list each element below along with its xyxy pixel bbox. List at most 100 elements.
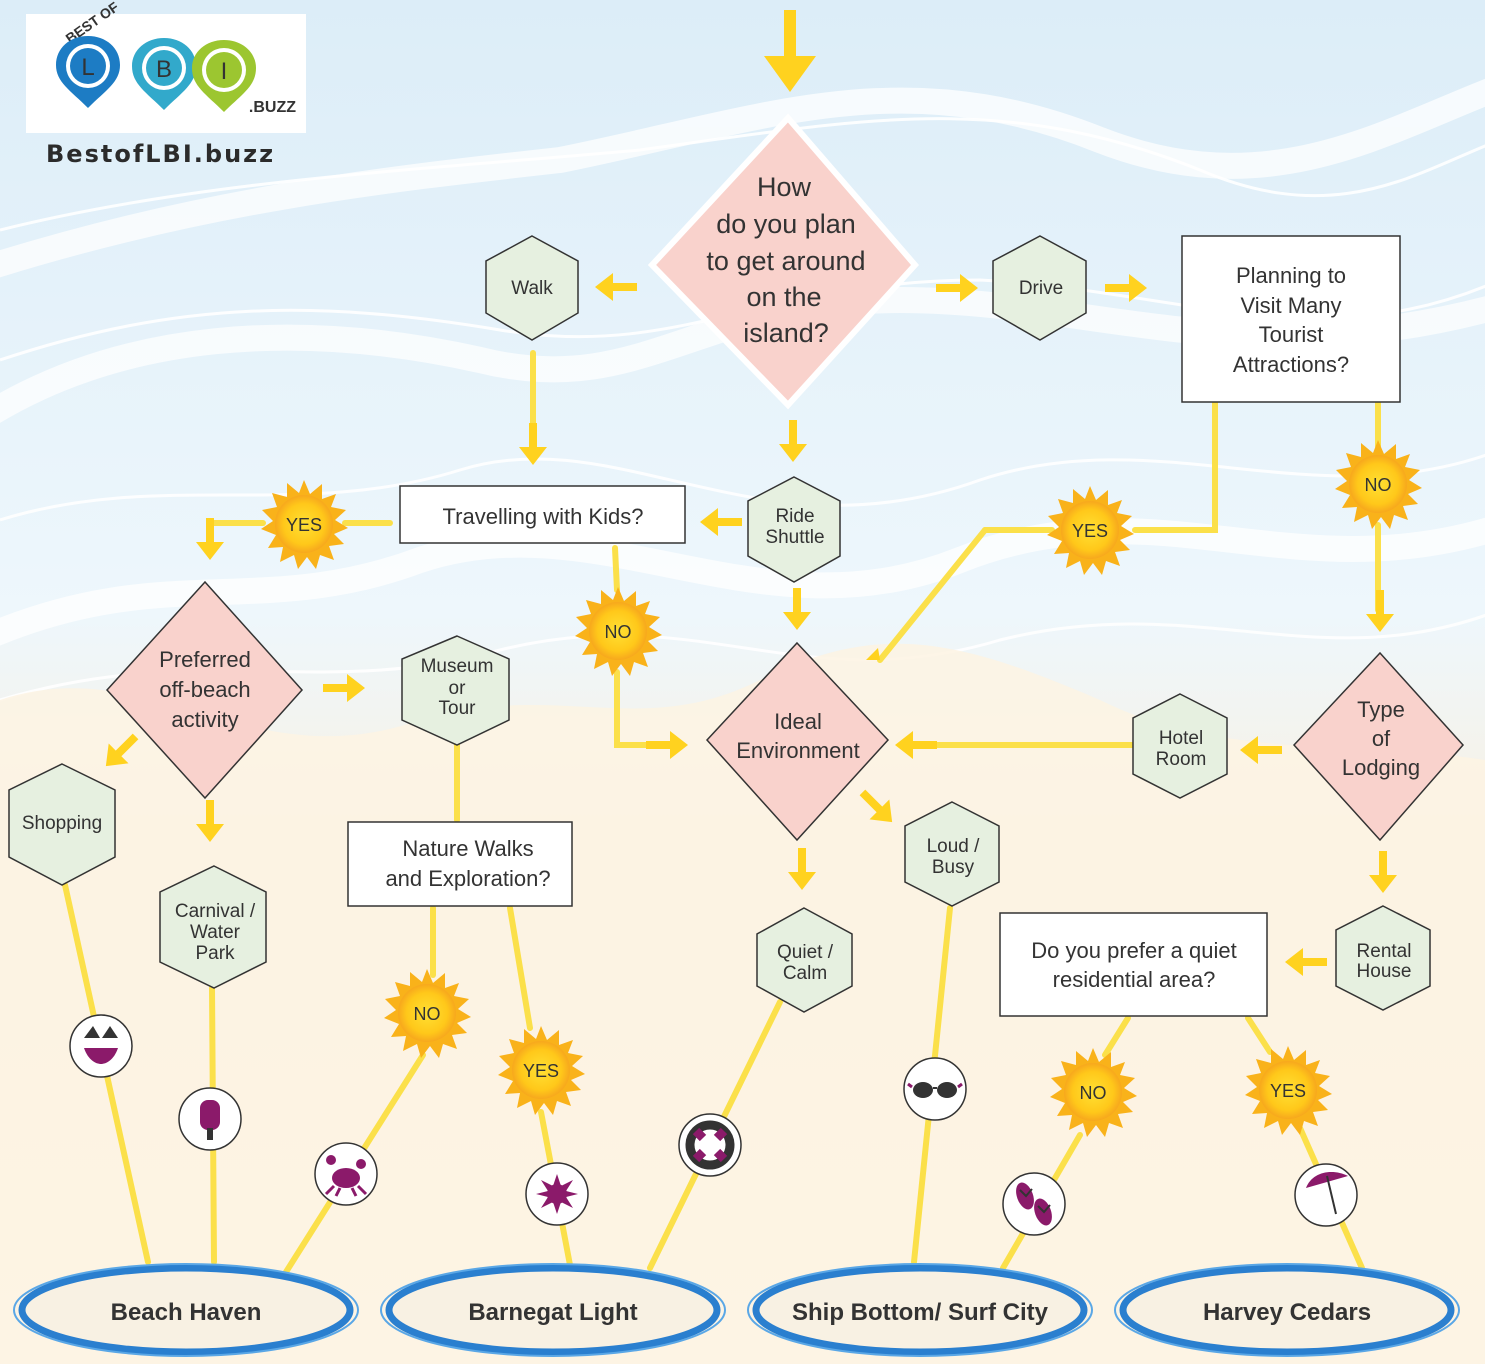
- hotel-label-1: Hotel: [1159, 728, 1203, 749]
- residential-yes-label: YES: [1270, 1081, 1306, 1101]
- logo-letter-l: L: [81, 54, 94, 81]
- nature-yes-label: YES: [523, 1061, 559, 1081]
- ride-label-1: Ride: [775, 506, 814, 527]
- nature-label-2: and Exploration?: [385, 866, 550, 891]
- walk-label: Walk: [511, 278, 553, 299]
- logo-suffix: .BUZZ: [249, 99, 296, 116]
- logo-letter-i: I: [221, 58, 228, 85]
- lodging-label-2: of: [1372, 726, 1391, 751]
- sun-nature-yes: YES: [498, 1026, 585, 1115]
- start-question-line-5: island?: [743, 318, 829, 348]
- question-diamond-offbeach: [105, 580, 304, 800]
- planning-label-1: Planning to: [1236, 263, 1346, 288]
- carnival-label-2: Water: [190, 922, 241, 943]
- sun-kids-no: NO: [575, 587, 662, 676]
- sun-planning-no: NO: [1335, 440, 1422, 529]
- destination-beach-haven: Beach Haven: [13, 1263, 359, 1357]
- planning-label-2: Visit Many: [1240, 293, 1341, 318]
- offbeach-label-1: Preferred: [159, 647, 251, 672]
- museum-label-1: Museum: [421, 656, 494, 677]
- logo-pin-l: L: [56, 36, 120, 108]
- loud-label-1: Loud /: [927, 836, 981, 857]
- flip-flops-icon: [1002, 1172, 1066, 1236]
- question-diamond-lodging: [1292, 651, 1465, 842]
- planning-label-4: Attractions?: [1233, 352, 1349, 377]
- hexagon-loud: [904, 801, 1000, 907]
- bikini-icon: [69, 1014, 133, 1078]
- offbeach-label-3: activity: [171, 707, 238, 732]
- planning-no-label: NO: [1365, 475, 1392, 495]
- museum-label-3: Tour: [439, 698, 477, 719]
- kids-yes-label: YES: [286, 515, 322, 535]
- quiet-label-1: Quiet /: [777, 942, 834, 963]
- flow-arrows: [95, 10, 1397, 976]
- destination-beach-haven-label: Beach Haven: [111, 1299, 262, 1326]
- life-ring-icon: [678, 1113, 742, 1177]
- planning-label-3: Tourist: [1259, 322, 1324, 347]
- ideal-label-2: Environment: [736, 738, 860, 763]
- rental-label-2: House: [1357, 961, 1412, 982]
- residential-label-1: Do you prefer a quiet: [1031, 938, 1236, 963]
- hexagon-carnival: [159, 865, 267, 989]
- box-nature: [347, 821, 573, 907]
- hexagon-museum: [401, 635, 510, 746]
- sunglasses-icon: [903, 1057, 967, 1121]
- box-planning: [1181, 235, 1401, 403]
- shopping-label: Shopping: [22, 813, 102, 834]
- planning-yes-label: YES: [1072, 521, 1108, 541]
- nature-label-1: Nature Walks: [402, 836, 533, 861]
- destination-barnegat-light-label: Barnegat Light: [468, 1299, 637, 1326]
- crab-icon: [314, 1142, 378, 1206]
- ideal-label-1: Ideal: [774, 709, 822, 734]
- logo-pin-b: B: [132, 38, 196, 110]
- drive-label: Drive: [1019, 278, 1063, 299]
- sun-residential-no: NO: [1050, 1048, 1137, 1137]
- kids-question: Travelling with Kids?: [443, 504, 644, 529]
- hotel-label-2: Room: [1156, 749, 1207, 770]
- start-question-line-2: do you plan: [716, 209, 856, 239]
- destination-harvey-cedars-label: Harvey Cedars: [1203, 1299, 1371, 1326]
- sun-kids-yes: YES: [261, 480, 348, 569]
- ride-label-2: Shuttle: [765, 527, 824, 548]
- destination-harvey-cedars: Harvey Cedars: [1114, 1263, 1460, 1357]
- question-diamond-start: [647, 113, 920, 410]
- sea-urchin-icon: [525, 1162, 589, 1226]
- hexagon-walk: [485, 235, 579, 341]
- box-residential: [999, 912, 1268, 1017]
- hexagon-hotel: [1132, 693, 1228, 799]
- logo-letter-b: B: [156, 56, 172, 83]
- residential-label-2: residential area?: [1053, 967, 1216, 992]
- hexagon-shopping: [8, 763, 116, 886]
- start-question-line-4: on the: [746, 282, 821, 312]
- carnival-label-3: Park: [195, 943, 235, 964]
- sun-nature-no: NO: [384, 969, 471, 1058]
- hexagon-ride: [747, 476, 841, 583]
- hexagon-drive: [992, 235, 1087, 341]
- sun-residential-yes: YES: [1245, 1046, 1332, 1135]
- destination-ship-bottom-label: Ship Bottom/ Surf City: [792, 1299, 1049, 1326]
- offbeach-label-2: off-beach: [159, 677, 250, 702]
- hexagons: [8, 235, 1431, 1013]
- popsicle-icon: [178, 1087, 242, 1151]
- destination-ship-bottom: Ship Bottom/ Surf City: [747, 1263, 1093, 1357]
- carnival-label-1: Carnival /: [175, 901, 256, 922]
- hexagon-rental: [1335, 905, 1431, 1011]
- sun-planning-yes: YES: [1047, 486, 1134, 575]
- nature-no-label: NO: [414, 1004, 441, 1024]
- logo: BEST OF L B I .BUZZ: [26, 0, 306, 133]
- destination-ovals: Beach Haven Barnegat Light Ship Bottom/ …: [13, 1263, 1460, 1357]
- start-question-line-1: How: [757, 172, 812, 202]
- hexagon-quiet: [756, 907, 853, 1013]
- start-question-line-3: to get around: [706, 246, 865, 276]
- rental-label-1: Rental: [1357, 941, 1412, 962]
- question-diamond-ideal: [705, 641, 890, 842]
- question-boxes: [347, 235, 1401, 1017]
- residential-no-label: NO: [1080, 1083, 1107, 1103]
- box-kids: [399, 485, 686, 544]
- site-name: BestofLBI.buzz: [46, 140, 276, 168]
- logo-pin-i: I: [192, 40, 256, 112]
- museum-label-2: or: [449, 678, 467, 699]
- lodging-label-1: Type: [1357, 697, 1405, 722]
- kids-no-label: NO: [605, 622, 632, 642]
